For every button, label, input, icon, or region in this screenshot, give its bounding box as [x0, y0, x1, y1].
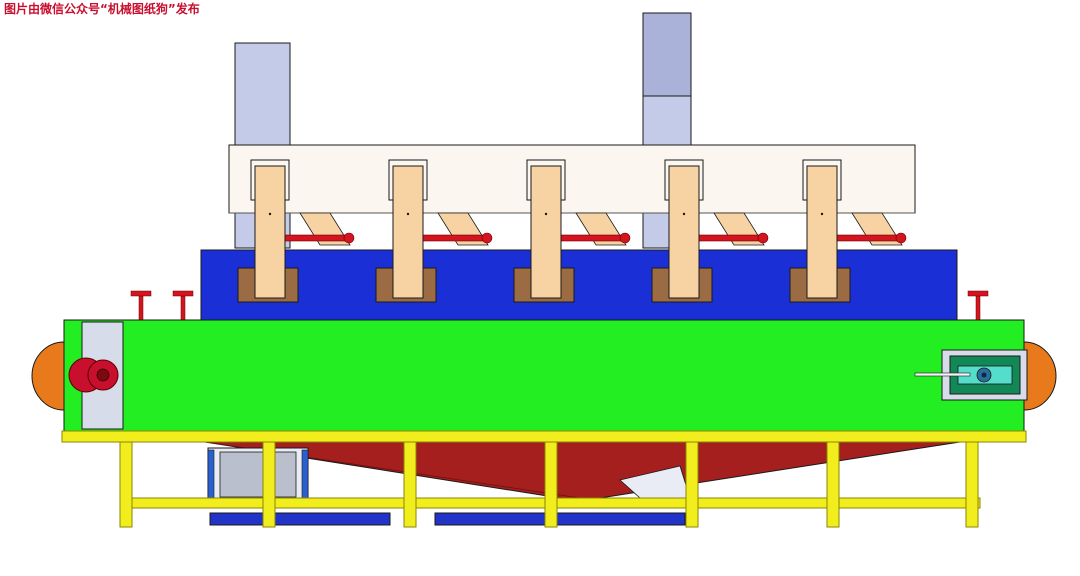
pipe-flange-1	[343, 232, 355, 244]
drive-motor	[68, 357, 119, 393]
duct-2	[388, 159, 428, 299]
chute-inner	[219, 451, 297, 498]
chute-side-blue	[207, 449, 215, 501]
tray-right	[434, 512, 686, 526]
base-trays	[209, 512, 686, 526]
hood	[228, 144, 916, 214]
tray-left	[209, 512, 391, 526]
duct-1	[250, 159, 290, 299]
frame-leg-4	[544, 441, 558, 528]
frame-leg-6	[826, 441, 840, 528]
valve-right	[967, 290, 989, 321]
hopper-body	[204, 441, 961, 499]
red-pipe-3	[560, 234, 627, 242]
chute-side-blue-2	[301, 449, 309, 501]
red-pipe-5	[836, 234, 903, 242]
end-sprockets	[31, 341, 1057, 411]
tensioner-bearing-hub	[981, 372, 987, 378]
frame-leg-3	[403, 441, 417, 528]
frame-top-beam	[61, 430, 1027, 443]
red-pipe-2	[422, 234, 489, 242]
left-sprocket	[31, 341, 65, 411]
hood-panel	[228, 144, 916, 214]
pipe-flange-3	[619, 232, 631, 244]
right-sprocket	[1023, 341, 1057, 411]
duct-3	[526, 159, 566, 299]
frame-leg-5	[685, 441, 699, 528]
pipe-flange-5	[895, 232, 907, 244]
frame-leg-2	[262, 441, 276, 528]
discharge-chute	[207, 447, 691, 504]
support-frame	[61, 430, 1027, 528]
valve-left-2	[172, 290, 194, 321]
green-body	[63, 319, 1025, 432]
upper-box	[200, 249, 958, 321]
red-pipe-1	[284, 234, 351, 242]
watermark-text: 图片由微信公众号“机械图纸狗”发布	[4, 2, 200, 16]
red-pipe-4	[698, 234, 765, 242]
ducts	[250, 159, 842, 299]
hood-supports	[284, 212, 907, 246]
duct-5	[802, 159, 842, 299]
pipe-flange-4	[757, 232, 769, 244]
pipe-flange-2	[481, 232, 493, 244]
tensioner	[914, 349, 1028, 401]
main-body	[63, 319, 1025, 432]
frame-leg-1	[119, 441, 133, 528]
hopper	[204, 441, 961, 499]
frame-leg-7	[965, 441, 979, 528]
right-chimney-top	[642, 12, 692, 97]
tensioner-rod	[914, 372, 971, 377]
motor-hub	[96, 368, 110, 382]
valve-left-1	[130, 290, 152, 321]
duct-4	[664, 159, 704, 299]
